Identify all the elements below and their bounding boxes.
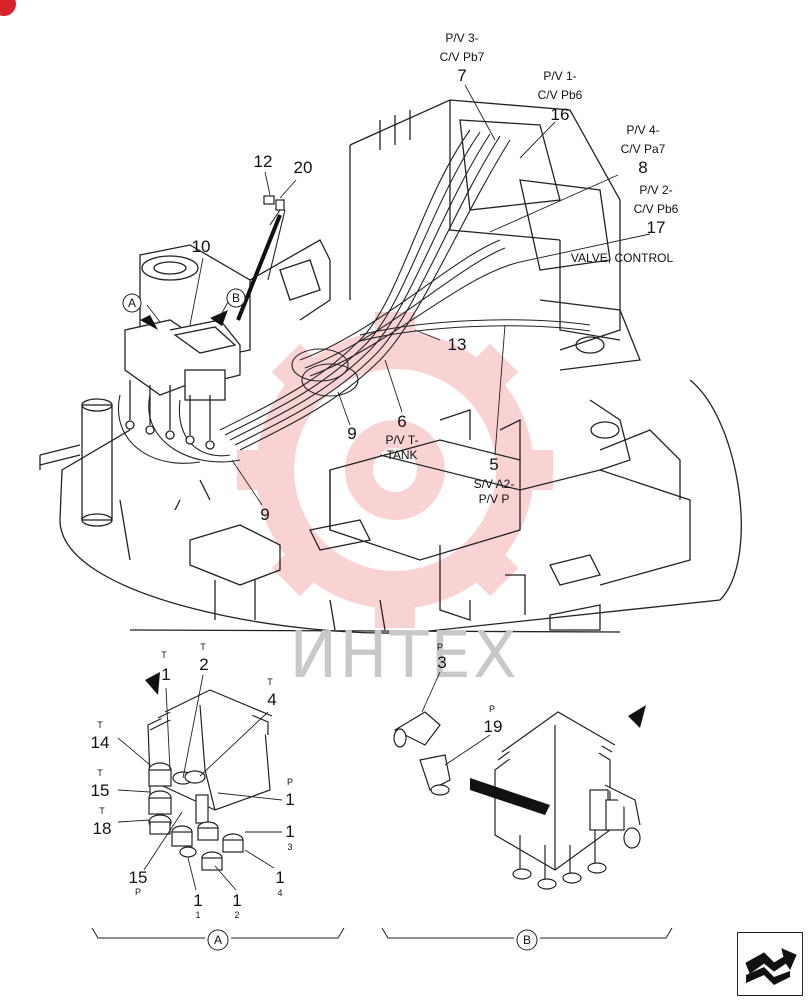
detail-a-circle xyxy=(207,929,229,951)
detail-a-bracket xyxy=(91,927,345,939)
detail-a-sup-15: T xyxy=(97,768,103,778)
detail-a-label: A xyxy=(214,933,222,947)
callout-10: 10 xyxy=(192,237,211,256)
label-16-line1: P/V 1- xyxy=(543,69,576,83)
detail-a-sub-1: 1 xyxy=(195,910,200,920)
detail-a-sub-p: P xyxy=(135,887,141,897)
arrow-a-icon xyxy=(140,315,158,330)
detail-b-valve xyxy=(393,711,641,890)
direction-arrow-a-icon xyxy=(145,672,160,695)
callout-b: B xyxy=(232,291,240,305)
label-17-line2: C/V Pb6 xyxy=(634,202,679,216)
detail-a-callout-1-3: 1 xyxy=(285,822,294,841)
label-5-line2: P/V P xyxy=(479,492,510,506)
detail-a-sup-1: T xyxy=(161,650,167,660)
detail-b-callout-19: 19 xyxy=(484,717,503,736)
callout-a: A xyxy=(128,296,136,310)
detail-a-sup-14: T xyxy=(97,720,103,730)
label-7-line2: C/V Pb7 xyxy=(440,50,485,64)
callout-b-circle xyxy=(226,288,246,308)
callout-7: 7 xyxy=(457,66,466,85)
detail-a-sub-4: 4 xyxy=(277,888,282,898)
pilot-valve-main xyxy=(124,319,241,450)
callout-20: 20 xyxy=(294,158,313,177)
detail-a-sub-3: 3 xyxy=(287,842,292,852)
next-page-arrow-icon xyxy=(745,948,797,985)
detail-a-callout-1-top: 1 xyxy=(161,665,170,684)
detail-a-callout-14: 14 xyxy=(91,733,110,752)
label-8-line2: C/V Pa7 xyxy=(621,142,666,156)
detail-a-callout-15p: 15 xyxy=(129,868,148,887)
detail-a-callout-18: 18 xyxy=(93,819,112,838)
callout-16: 16 xyxy=(551,105,570,124)
label-6-line2: TANK xyxy=(386,448,417,462)
detail-a-callout-15: 15 xyxy=(91,781,110,800)
detail-b-callout-3: 3 xyxy=(437,653,446,672)
detail-a-leaders xyxy=(117,674,283,891)
detail-a-callout-4: 4 xyxy=(267,690,276,709)
detail-a-callout-2: 2 xyxy=(199,655,208,674)
detail-a-callout-1p: 1 xyxy=(285,790,294,809)
detail-b-label: B xyxy=(523,933,531,947)
watermark-text: ИНТЕХ xyxy=(289,619,518,693)
label-8-line1: P/V 4- xyxy=(626,123,659,137)
callout-5: 5 xyxy=(489,455,498,474)
callout-9-lower: 9 xyxy=(260,505,269,524)
callout-9-upper: 9 xyxy=(347,424,356,443)
detail-a-valve xyxy=(147,689,273,871)
detail-b-circle xyxy=(516,929,538,951)
detail-a-sup-4: T xyxy=(267,677,273,687)
detail-b-leaders xyxy=(421,671,491,766)
label-17-line1: P/V 2- xyxy=(639,183,672,197)
watermark-gear-icon xyxy=(237,312,553,628)
leader-lines xyxy=(146,84,651,506)
detail-b-bracket xyxy=(381,927,673,939)
direction-arrow-b-icon xyxy=(628,705,646,728)
detail-a-callout-1-1: 1 xyxy=(193,891,202,910)
detail-a-sup-1p: P xyxy=(287,777,293,787)
detail-a-sup-2: T xyxy=(200,642,206,652)
corner-badge-icon xyxy=(0,0,16,16)
callout-8: 8 xyxy=(638,158,647,177)
label-valve-control: VALVE, CONTROL xyxy=(571,251,674,265)
label-5-line1: S/V A2- xyxy=(474,477,515,491)
upper-frame xyxy=(39,99,742,634)
detail-a-callout-1-2: 1 xyxy=(232,891,241,910)
label-6-line1: P/V T- xyxy=(385,433,418,447)
detail-b-sup-3: P xyxy=(437,642,443,652)
detail-a-callout-1-4: 1 xyxy=(275,868,284,887)
label-7-line1: P/V 3- xyxy=(445,31,478,45)
detail-b-pointer xyxy=(470,778,550,815)
detail-b-sup-19: P xyxy=(489,704,495,714)
callout-12: 12 xyxy=(254,152,273,171)
callout-a-circle xyxy=(122,293,142,313)
detail-a-sup-18: T xyxy=(99,806,105,816)
hose-bundle xyxy=(118,129,591,464)
callout-13: 13 xyxy=(448,335,467,354)
next-page-button[interactable] xyxy=(737,932,803,996)
callout-6: 6 xyxy=(397,412,406,431)
callout-17: 17 xyxy=(647,218,666,237)
bolt-part xyxy=(263,195,285,211)
detail-a-sub-2: 2 xyxy=(234,910,239,920)
label-16-line2: C/V Pb6 xyxy=(538,88,583,102)
return-hose xyxy=(236,214,282,321)
